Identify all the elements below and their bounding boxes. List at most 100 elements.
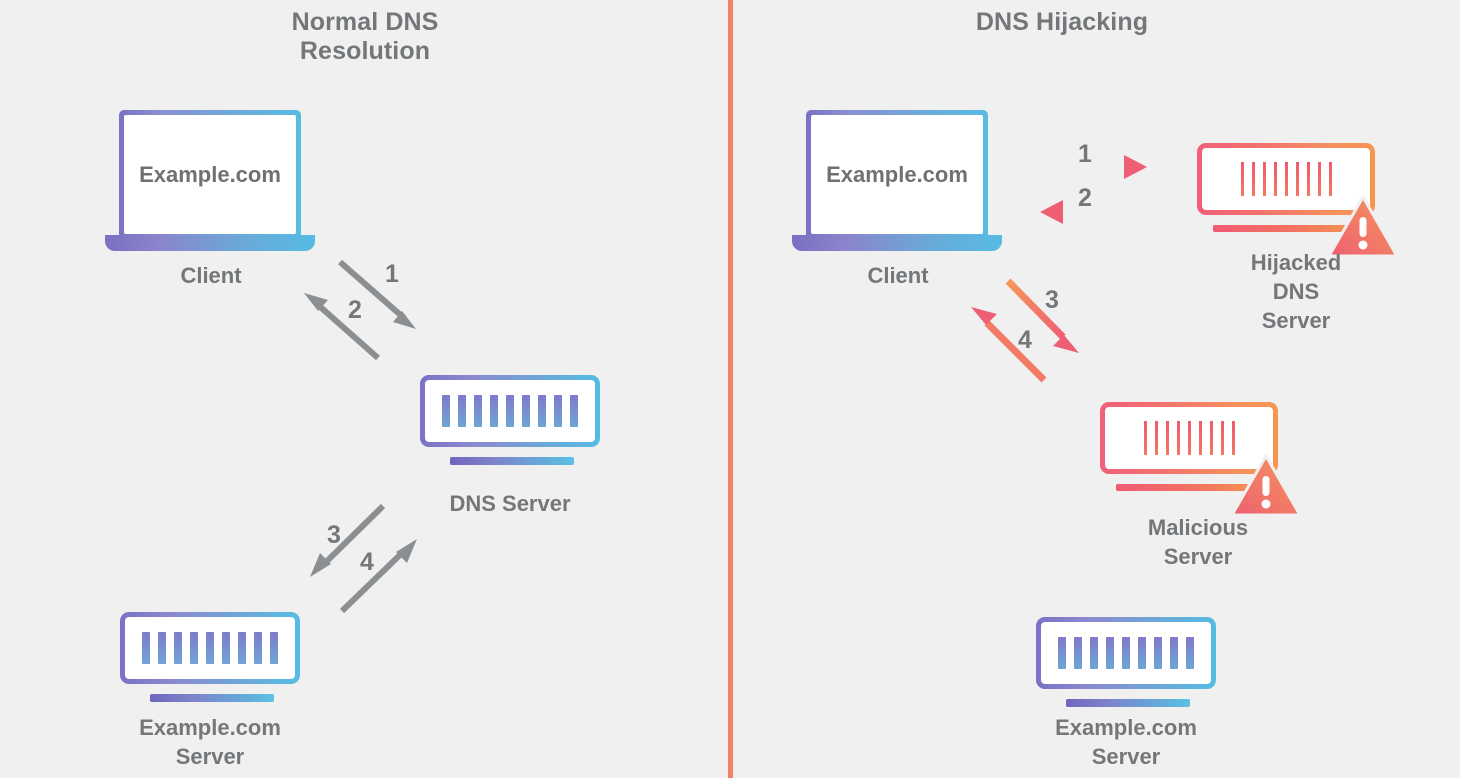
arrow-right-4 [971,307,1047,383]
server-bar [1273,162,1277,196]
server-bar [1328,162,1332,196]
server-bar [554,395,562,427]
server-bar [1106,637,1114,669]
server-stand [1213,225,1358,232]
server-bar [270,632,278,664]
right-panel-title: DNS Hijacking [975,8,1149,36]
left-panel-title-line2: Resolution [299,37,431,65]
arrow-left-1 [338,259,416,329]
laptop-screen-inner: Example.com [124,115,296,234]
node-label-line2: Server [175,744,245,769]
node-label-line3: Server [1261,308,1331,333]
laptop-screen-text: Example.com [826,161,968,187]
server-box [1036,617,1216,689]
server-bar [1317,162,1321,196]
node-label-line2: Server [1091,744,1161,769]
server-bar [570,395,578,427]
node-label-line1: Example.com [139,715,281,740]
server-bar [254,632,262,664]
node-label-right-client: Client [867,263,929,288]
server-bar [1209,421,1213,455]
server-bar [1074,637,1082,669]
server-bar [174,632,182,664]
server-bar [142,632,150,664]
server-bar [1122,637,1130,669]
server-bar [190,632,198,664]
node-label-left-dns-server: DNS Server [449,491,571,516]
server-bar [1186,637,1194,669]
arrow-left-2 [304,293,380,361]
server-bar [538,395,546,427]
laptop-screen: Example.com [806,110,988,239]
server-bar [1058,637,1066,669]
server-box [120,612,300,684]
laptop-base [792,235,1002,251]
server-stand [450,457,574,465]
server-bar [1154,421,1158,455]
server-bar [1231,421,1235,455]
server-bar [238,632,246,664]
server-bar [1187,421,1191,455]
arrow-number-left-2: 2 [348,296,362,324]
server-stand [150,694,274,702]
server-bar [458,395,466,427]
arrow-right-2 [1040,200,1143,224]
server-bar [474,395,482,427]
warning-triangle-icon [1230,454,1302,517]
arrow-number-left-3: 3 [327,521,341,549]
server-bar [1295,162,1299,196]
arrow-right-1 [1044,155,1147,179]
arrow-number-right-4: 4 [1018,326,1032,354]
server-bar [222,632,230,664]
server-box [1197,143,1375,215]
node-label-line2: Server [1163,544,1233,569]
server-bar [1170,637,1178,669]
laptop-screen-text: Example.com [139,161,281,187]
node-label-line1: Example.com [1055,715,1197,740]
arrow-number-right-2: 2 [1078,184,1092,212]
arrow-left-3 [310,503,386,577]
arrow-number-right-3: 3 [1045,286,1059,314]
node-label-left-client: Client [180,263,242,288]
arrow-number-left-4: 4 [360,548,374,576]
server-bar [1262,162,1266,196]
laptop-screen-inner: Example.com [811,115,983,234]
server-bar [522,395,530,427]
left-panel-title-line1: Normal DNS [291,8,439,36]
server-bar [1240,162,1244,196]
node-label-line2: DNS [1272,279,1320,304]
server-bar [1090,637,1098,669]
arrow-right-3 [1005,278,1079,353]
server-bar [1143,421,1147,455]
server-stand [1116,484,1261,491]
arrow-number-left-1: 1 [385,260,399,288]
server-bar [1198,421,1202,455]
server-bar [506,395,514,427]
arrow-left-4 [339,539,417,614]
node-label-line1: Hijacked [1250,250,1342,275]
server-bar [158,632,166,664]
server-box [420,375,600,447]
server-bar [1284,162,1288,196]
server-stand [1066,699,1190,707]
server-bar [206,632,214,664]
server-bar [1251,162,1255,196]
panel-divider [728,0,733,778]
server-bar [490,395,498,427]
server-bar [1220,421,1224,455]
server-box [1100,402,1278,474]
server-bar [1306,162,1310,196]
server-bar [1154,637,1162,669]
node-label-line1: Malicious [1147,515,1249,540]
laptop-base [105,235,315,251]
server-bar [1176,421,1180,455]
server-bar [1165,421,1169,455]
warning-triangle-icon [1327,195,1399,258]
